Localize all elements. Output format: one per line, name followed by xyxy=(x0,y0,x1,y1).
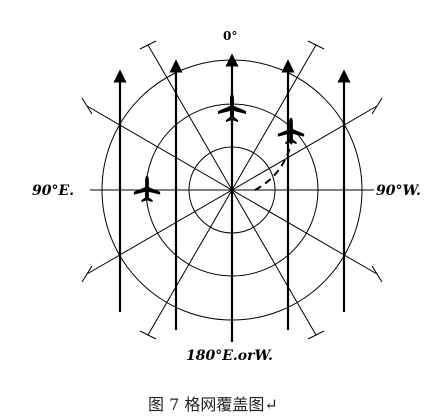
label-east: 90°E. xyxy=(32,183,74,199)
aircraft-icon xyxy=(218,94,246,122)
label-north: 0° xyxy=(223,29,237,43)
label-south: 180°E.orW. xyxy=(186,348,273,364)
aircraft-icon xyxy=(133,175,161,203)
label-west: 90°W. xyxy=(376,183,421,199)
figure-caption: 图 7 格网覆盖图↵ xyxy=(148,395,278,414)
grid-arrows xyxy=(113,53,351,342)
aircraft-icon xyxy=(277,117,305,145)
flight-path xyxy=(254,139,293,191)
